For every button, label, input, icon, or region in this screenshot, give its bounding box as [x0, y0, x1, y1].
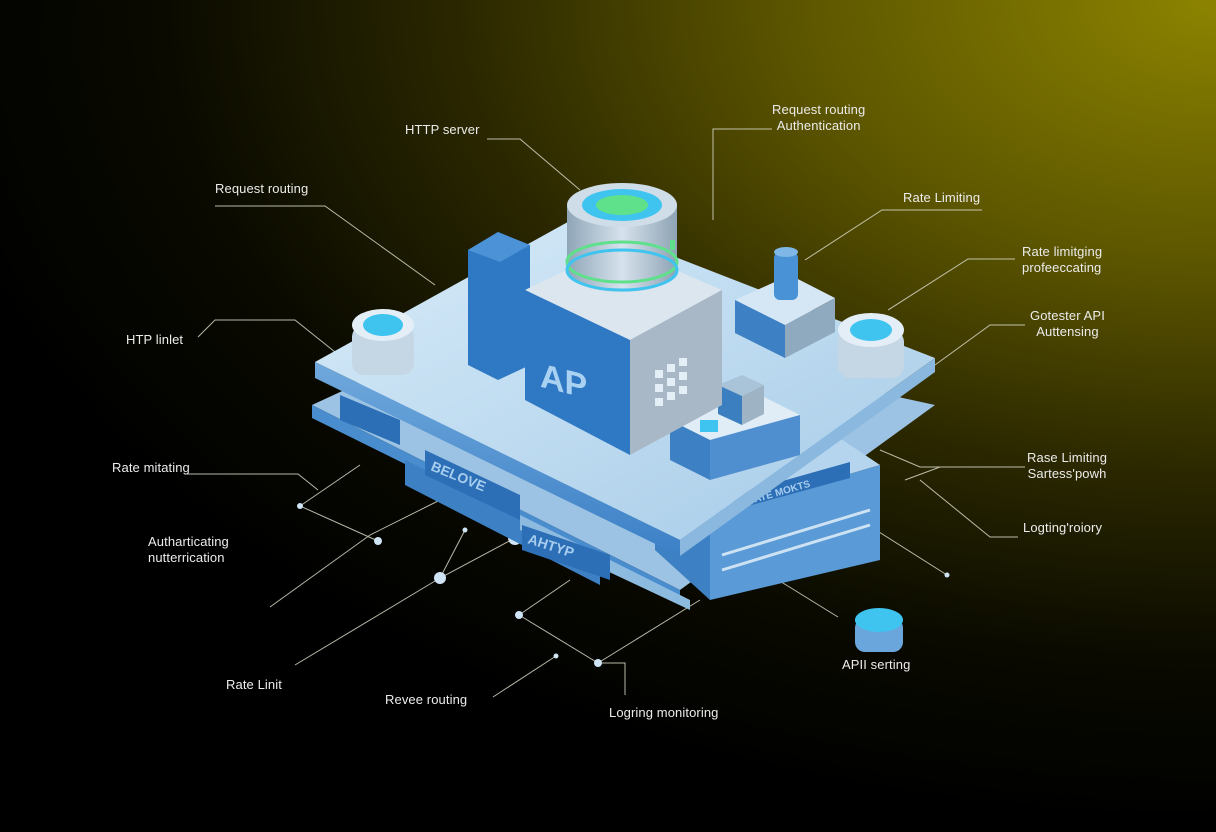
- leader-dot-3: [439, 529, 466, 579]
- label-logting-roiory: Logting'roiory: [1023, 520, 1103, 535]
- leader-dot-6: [597, 599, 701, 664]
- hex-tower: [468, 232, 530, 380]
- leader-dot-1: [299, 464, 361, 507]
- rate-limiting-tower: [735, 247, 835, 358]
- label-rate-mitating: Rate mitating: [112, 460, 190, 475]
- label-line: nutterrication: [148, 550, 225, 565]
- puck-left: [352, 309, 414, 375]
- leader-rase-limiting-b: [904, 466, 990, 481]
- leader-rase-limiting-a: [879, 449, 1025, 468]
- label-line: Sartess'powh: [1027, 466, 1107, 481]
- label-htp-linlet: HTP linlet: [126, 332, 184, 347]
- http-server-cylinder: [565, 183, 679, 292]
- label-line: Gotester API: [1030, 308, 1105, 323]
- leader-request-routing-auth: [712, 128, 772, 220]
- label-line: Autharticating: [148, 534, 229, 549]
- leader-request-routing-left: [215, 205, 436, 286]
- puck-right: [838, 313, 904, 378]
- label-rate-limitging: Rate limitging profeeccating: [1022, 244, 1102, 276]
- label-rate-limiting: Rate Limiting: [903, 190, 981, 205]
- leader-revee-routing: [492, 655, 557, 698]
- label-rase-limiting: Rase Limiting Sartess'powh: [1027, 450, 1107, 482]
- panel-left-small: [340, 395, 400, 445]
- label-autharticating: Autharticating nutterrication: [148, 534, 229, 566]
- label-line: profeeccating: [1022, 260, 1102, 275]
- leader-logring: [518, 614, 626, 695]
- label-request-routing-left: Request routing: [215, 181, 309, 196]
- leader-rate-limiting: [804, 209, 982, 261]
- leader-dot-5: [518, 579, 571, 616]
- leader-rate-mitating: [186, 473, 319, 491]
- leader-rate-limitging: [887, 258, 1015, 311]
- label-request-routing-auth: Request routing Authentication: [772, 102, 865, 134]
- label-rate-linit: Rate Linit: [226, 677, 282, 692]
- label-line: Auttensing: [1036, 324, 1099, 339]
- server-box: [670, 375, 800, 480]
- api-serting-puck: [855, 608, 903, 652]
- label-gotester-api: Gotester API Auttensing: [1030, 308, 1105, 340]
- label-line: Rate limitging: [1022, 244, 1103, 259]
- leader-logting: [919, 479, 1018, 538]
- leader-autharticating: [269, 499, 441, 608]
- label-revee-routing: Revee routing: [385, 692, 468, 707]
- leader-gotester-api: [934, 324, 1025, 366]
- leader-htp-linlet: [197, 319, 346, 361]
- leader-dot-2: [299, 505, 379, 542]
- label-line: Authentication: [776, 118, 861, 133]
- label-line: Rase Limiting: [1027, 450, 1108, 465]
- leader-http-server: [487, 138, 581, 191]
- leader-rate-linit: [294, 537, 516, 666]
- label-http-server: HTTP server: [405, 122, 480, 137]
- label-api-serting: APII serting: [842, 657, 911, 672]
- label-logring-monitoring: Logring monitoring: [609, 705, 719, 720]
- label-line: Request routing: [772, 102, 866, 117]
